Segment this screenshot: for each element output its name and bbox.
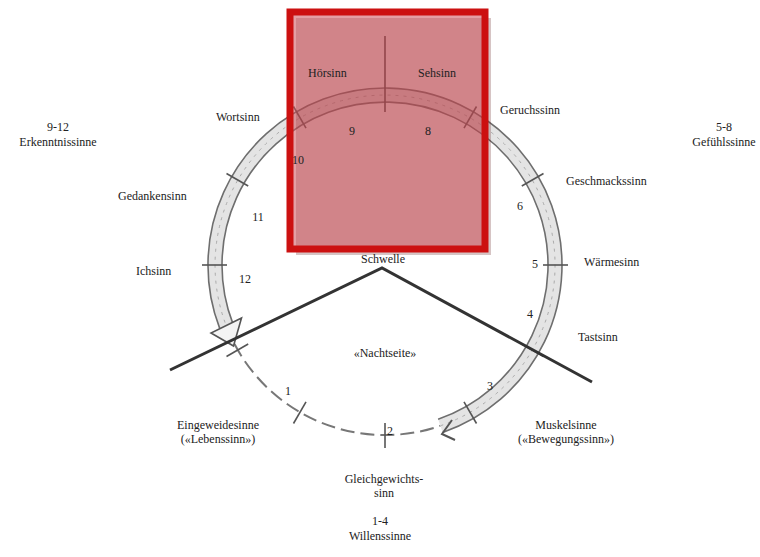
sense-label: Sehsinn xyxy=(418,66,456,80)
callout-number: 6 xyxy=(517,199,523,213)
sense-label: Wärmesinn xyxy=(584,255,639,269)
sense-label: Willenssinne xyxy=(349,529,411,543)
sense-label: 5-8 xyxy=(716,120,732,134)
sense-label: Wortsinn xyxy=(216,110,260,124)
threshold-line xyxy=(170,268,592,382)
callout-number: 1 xyxy=(285,384,291,398)
tick-mark xyxy=(464,402,477,424)
callout-number: 8 xyxy=(425,124,431,138)
sense-label: Ichsinn xyxy=(136,264,171,278)
callout-number: 12 xyxy=(239,272,251,286)
sense-label: 1-4 xyxy=(372,514,388,528)
small-arrowhead xyxy=(442,420,455,440)
sense-label: Schwelle xyxy=(361,252,405,266)
sense-label: Gleichgewichts- sinn xyxy=(336,472,432,500)
sense-label: Gefühlssinne xyxy=(692,135,755,149)
callout-number: 10 xyxy=(292,153,304,167)
sense-label: Tastsinn xyxy=(578,330,618,344)
sense-label: Erkenntnissinne xyxy=(19,135,96,149)
tick-mark xyxy=(543,264,568,266)
callout-number: 9 xyxy=(349,124,355,138)
sense-label: Geruchssinn xyxy=(500,103,560,117)
tick-mark xyxy=(227,174,249,187)
callout-number: 11 xyxy=(252,210,264,224)
callout-number: 5 xyxy=(532,257,538,271)
callout-number: 3 xyxy=(487,379,493,393)
tick-mark xyxy=(384,423,386,448)
sense-label: Muskelsinne («Bewegungssinn») xyxy=(510,418,622,446)
tick-mark xyxy=(294,402,307,424)
sense-label: «Nachtseite» xyxy=(354,346,417,360)
sense-label: Gedankensinn xyxy=(118,189,187,203)
highlight-box xyxy=(290,12,485,249)
sense-label: 9-12 xyxy=(47,120,69,134)
sense-label: Eingeweidesinne («Lebenssinn») xyxy=(168,418,268,446)
callout-number: 4 xyxy=(527,307,533,321)
sense-label: Geschmackssinn xyxy=(566,174,647,188)
callout-number: 2 xyxy=(387,424,393,438)
sense-label: Hörsinn xyxy=(308,66,347,80)
tick-mark xyxy=(522,174,544,187)
tick-mark xyxy=(202,264,227,266)
tick-mark xyxy=(227,344,249,357)
